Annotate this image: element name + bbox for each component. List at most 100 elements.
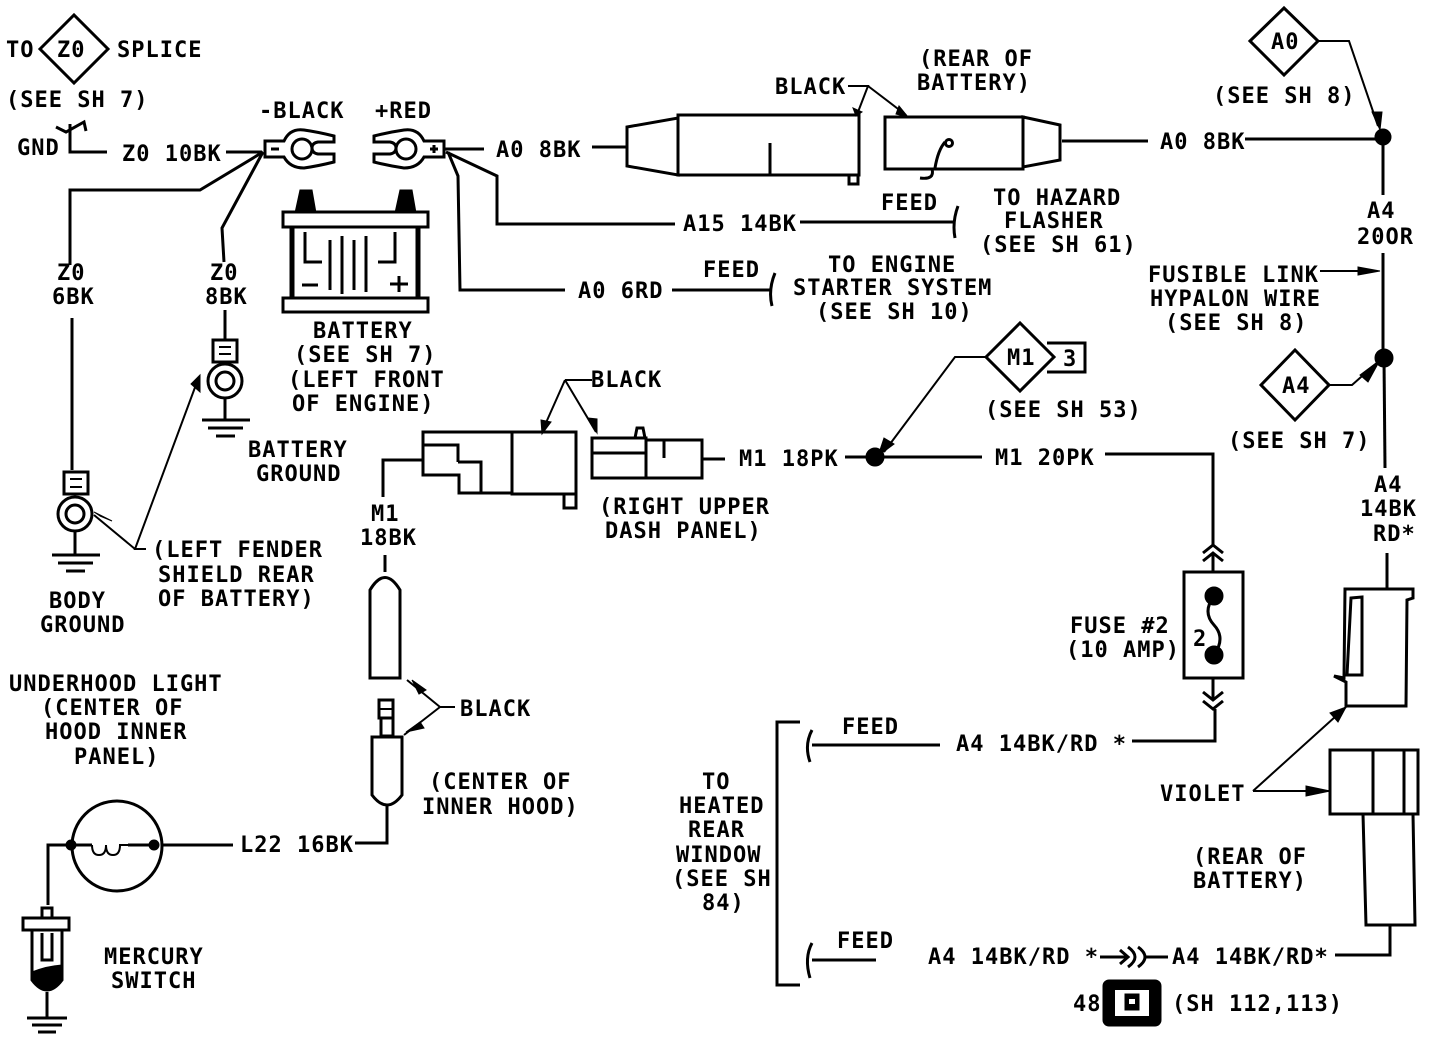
underhood-light-0: UNDERHOOD LIGHT	[9, 672, 223, 697]
hood-connector-leader	[403, 679, 455, 736]
splice-a0-ref: (SEE SH 8)	[1213, 84, 1355, 109]
arrow-icon	[852, 107, 864, 117]
arrow-icon	[1305, 785, 1331, 797]
arrow-icon	[93, 511, 113, 522]
mercury-switch-icon	[21, 906, 71, 1034]
hazard-dest-1: FLASHER	[1004, 209, 1104, 234]
fuse-label-1: (10 AMP)	[1066, 638, 1180, 663]
hood-connector-color: BLACK	[460, 697, 531, 722]
top-connector-male-icon	[625, 113, 861, 186]
battery-icon	[281, 189, 430, 314]
splice-m1-number: 3	[1063, 347, 1077, 372]
starter-dest-2: (SEE SH 10)	[816, 300, 973, 325]
feed-lower-label: FEED	[837, 929, 894, 954]
heated-rear-bracket	[775, 720, 800, 987]
underhood-light-2: HOOD INNER	[45, 720, 187, 745]
wire-z0-6bk	[68, 150, 264, 265]
wire-label-l22-16bk: L22 16BK	[240, 833, 354, 858]
wire-label-a4-14bk-b: 14BK	[1360, 497, 1417, 522]
body-ground-1: GROUND	[40, 613, 125, 638]
fusible-link-2: (SEE SH 8)	[1165, 311, 1307, 336]
wire-label-m1-18bk-b: 18BK	[360, 526, 417, 551]
splice-m1-diamond-icon	[983, 320, 1057, 394]
connector-48-icon	[1102, 979, 1162, 1027]
wire-z0-8bk	[220, 151, 265, 263]
top-connector-color: BLACK	[775, 75, 846, 100]
fuse-number: 2	[1193, 627, 1207, 652]
arrow-icon	[1359, 359, 1381, 383]
arrow-icon	[540, 419, 552, 436]
wire-a0-6rd	[446, 151, 565, 292]
arrow-icon	[895, 105, 910, 118]
gnd-label: GND	[17, 136, 60, 161]
left-fender-2: OF BATTERY)	[158, 587, 315, 612]
heated-rear-2: REAR	[688, 818, 745, 843]
fuse-icon: 2	[1182, 543, 1245, 711]
positive-terminal-clamp-icon	[372, 128, 446, 170]
splice-m1-code: M1	[1007, 346, 1036, 371]
fusible-link-0: FUSIBLE LINK	[1148, 263, 1319, 288]
wire-label-z0-8bk-b: 8BK	[205, 285, 248, 310]
left-fender-1: SHIELD REAR	[158, 563, 315, 588]
arrow-icon	[190, 373, 201, 394]
dash-connector-color: BLACK	[591, 368, 662, 393]
wire-label-a15-14bk: A15 14BK	[683, 212, 797, 237]
feed-upper-label: FEED	[842, 715, 899, 740]
wire-label-a0-6rd: A0 6RD	[578, 279, 663, 304]
splice-z0-suffix: SPLICE	[117, 38, 202, 63]
wire-lamp-to-switch	[46, 843, 71, 905]
splice-a0-code: A0	[1271, 30, 1300, 55]
connector-48-number: 48	[1073, 992, 1102, 1017]
heated-rear-4: (SEE SH	[672, 867, 772, 892]
splice-z0-code: Z0	[57, 38, 86, 63]
wire-label-m1-18pk: M1 18PK	[739, 447, 839, 472]
violet-connector-location-1: BATTERY)	[1193, 869, 1307, 894]
arrow-icon	[587, 417, 598, 435]
connector-48-ref: (SH 112,113)	[1172, 992, 1343, 1017]
feed-starter-label: FEED	[703, 258, 760, 283]
wire-a4-14bk-upper	[1382, 357, 1387, 469]
violet-connector-male-icon	[1328, 748, 1420, 927]
splice-z0: TO Z0 SPLICE (SEE SH 7)	[6, 12, 202, 113]
arrow-icon	[1357, 266, 1381, 276]
heated-rear-5: 84)	[702, 891, 745, 916]
starter-dest-0: TO ENGINE	[828, 253, 956, 278]
hood-connector-location-0: (CENTER OF	[429, 770, 571, 795]
dash-connector-female-icon	[421, 430, 578, 510]
left-fender-leader	[93, 381, 198, 550]
heated-rear-1: HEATED	[679, 794, 764, 819]
dash-connector-male-icon	[590, 426, 704, 480]
wire-label-a4-feed-upper: A4 14BK/RD *	[956, 732, 1127, 757]
battery-ground-0: BATTERY	[248, 438, 348, 463]
negative-terminal-clamp-icon	[263, 128, 336, 170]
wire-label-a4-feed-lower-right: A4 14BK/RD*	[1172, 945, 1329, 970]
battery-label-1: (SEE SH 7)	[294, 343, 436, 368]
wire-label-a0-8bk-right: A0 8BK	[1160, 130, 1245, 155]
wire-label-a4-14bk-c: RD*	[1373, 522, 1416, 547]
wire-a0-6rd-feed	[672, 272, 777, 307]
underhood-light-1: (CENTER OF	[41, 696, 183, 721]
wire-label-z0-10bk: Z0 10BK	[122, 142, 222, 167]
splice-z0-diamond-icon	[37, 12, 111, 86]
wire-label-m1-18bk-a: M1	[371, 502, 400, 527]
hazard-dest-0: TO HAZARD	[993, 186, 1121, 211]
wire-label-a4-20or-a: A4	[1367, 199, 1396, 224]
wire-feed-lower	[805, 942, 876, 979]
wire-a15-feed	[800, 205, 960, 239]
wire-a15-14bk	[445, 150, 675, 226]
arrow-icon	[1329, 706, 1348, 723]
splice-z0-ref: (SEE SH 7)	[6, 88, 148, 113]
dash-connector-leader	[544, 379, 597, 433]
battery-ground-1: GROUND	[256, 462, 341, 487]
mercury-switch-1: SWITCH	[111, 969, 196, 994]
wire-l22-16bk-right	[355, 805, 389, 845]
left-fender-0: (LEFT FENDER	[152, 538, 323, 563]
wire-a4-to-violet	[1335, 926, 1392, 957]
wire-label-a4-14bk-a: A4	[1374, 473, 1403, 498]
wire-m1-18bk-upper	[381, 458, 423, 497]
gnd-symbol: GND	[17, 119, 107, 161]
wire-fuse-out	[1132, 709, 1217, 743]
wire-label-a4-20or-b: 20OR	[1357, 225, 1414, 250]
battery-ground-icon	[202, 338, 250, 438]
